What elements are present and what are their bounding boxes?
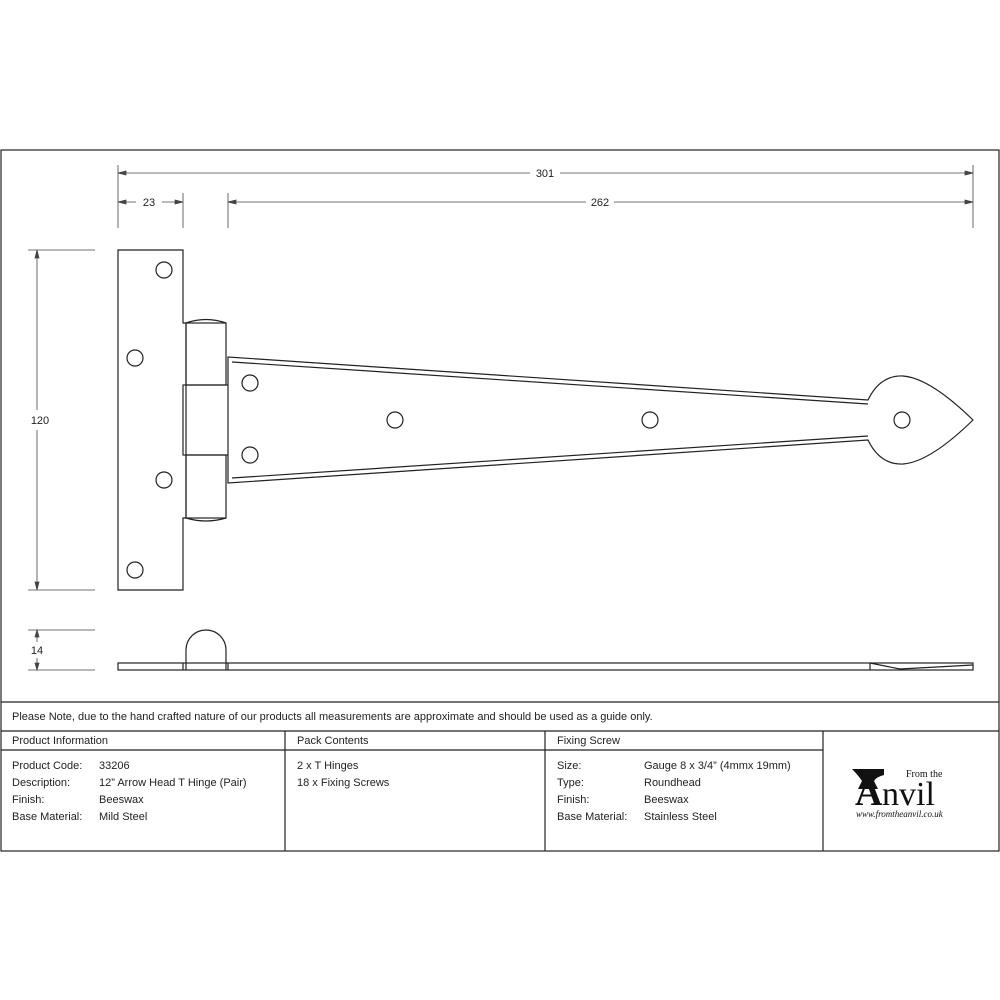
label: Base Material: xyxy=(12,811,83,823)
frame-border xyxy=(0,149,1000,852)
value: Mild Steel xyxy=(99,811,148,823)
value: Gauge 8 x 3/4” (4mmx 19mm) xyxy=(644,760,791,772)
pack-contents-heading: Pack Contents xyxy=(297,735,369,747)
value: Stainless Steel xyxy=(644,811,717,823)
product-info-heading: Product Information xyxy=(12,735,108,747)
svg-text:nvil: nvil xyxy=(882,776,935,813)
dim-thickness: 14 xyxy=(31,645,43,657)
svg-text:A: A xyxy=(855,772,883,814)
dimension-lines xyxy=(28,165,974,672)
value: Beeswax xyxy=(99,794,144,806)
from-the-anvil-logo: A nvil From the www.fromtheanvil.co.uk xyxy=(852,769,944,819)
label: Base Material: xyxy=(557,811,628,823)
dim-height: 120 xyxy=(31,415,49,427)
anvil-icon xyxy=(852,769,884,789)
dim-plate-width: 23 xyxy=(143,197,155,209)
product-info-table: Product Code: 33206 Description: 12” Arrow… xyxy=(12,758,247,826)
pack-contents-list: 2 x T Hinges 18 x Fixing Screws xyxy=(297,758,389,792)
dim-overall-length: 301 xyxy=(536,168,554,180)
value: 33206 xyxy=(99,760,130,772)
label: Size: xyxy=(557,760,582,772)
value: Roundhead xyxy=(644,777,701,789)
label: Finish: xyxy=(12,794,45,806)
measurement-note: Please Note, due to the hand crafted nat… xyxy=(12,711,653,723)
fixing-screw-table: Size: Gauge 8 x 3/4” (4mmx 19mm) Type: Rou… xyxy=(557,758,791,826)
value: Beeswax xyxy=(644,794,689,806)
dim-strap-length: 262 xyxy=(591,197,609,209)
hinge-side-view xyxy=(117,629,974,671)
fixing-screw-heading: Fixing Screw xyxy=(557,735,620,747)
value: 12” Arrow Head T Hinge (Pair) xyxy=(99,777,247,789)
list-item: 2 x T Hinges xyxy=(297,760,359,772)
label: Description: xyxy=(12,777,71,789)
svg-text:From the: From the xyxy=(906,769,943,780)
label: Product Code: xyxy=(12,760,83,772)
hinge-front-view xyxy=(117,249,974,591)
list-item: 18 x Fixing Screws xyxy=(297,777,390,789)
label: Type: xyxy=(557,777,584,789)
label: Finish: xyxy=(557,794,590,806)
svg-text:www.fromtheanvil.co.uk: www.fromtheanvil.co.uk xyxy=(856,809,944,819)
